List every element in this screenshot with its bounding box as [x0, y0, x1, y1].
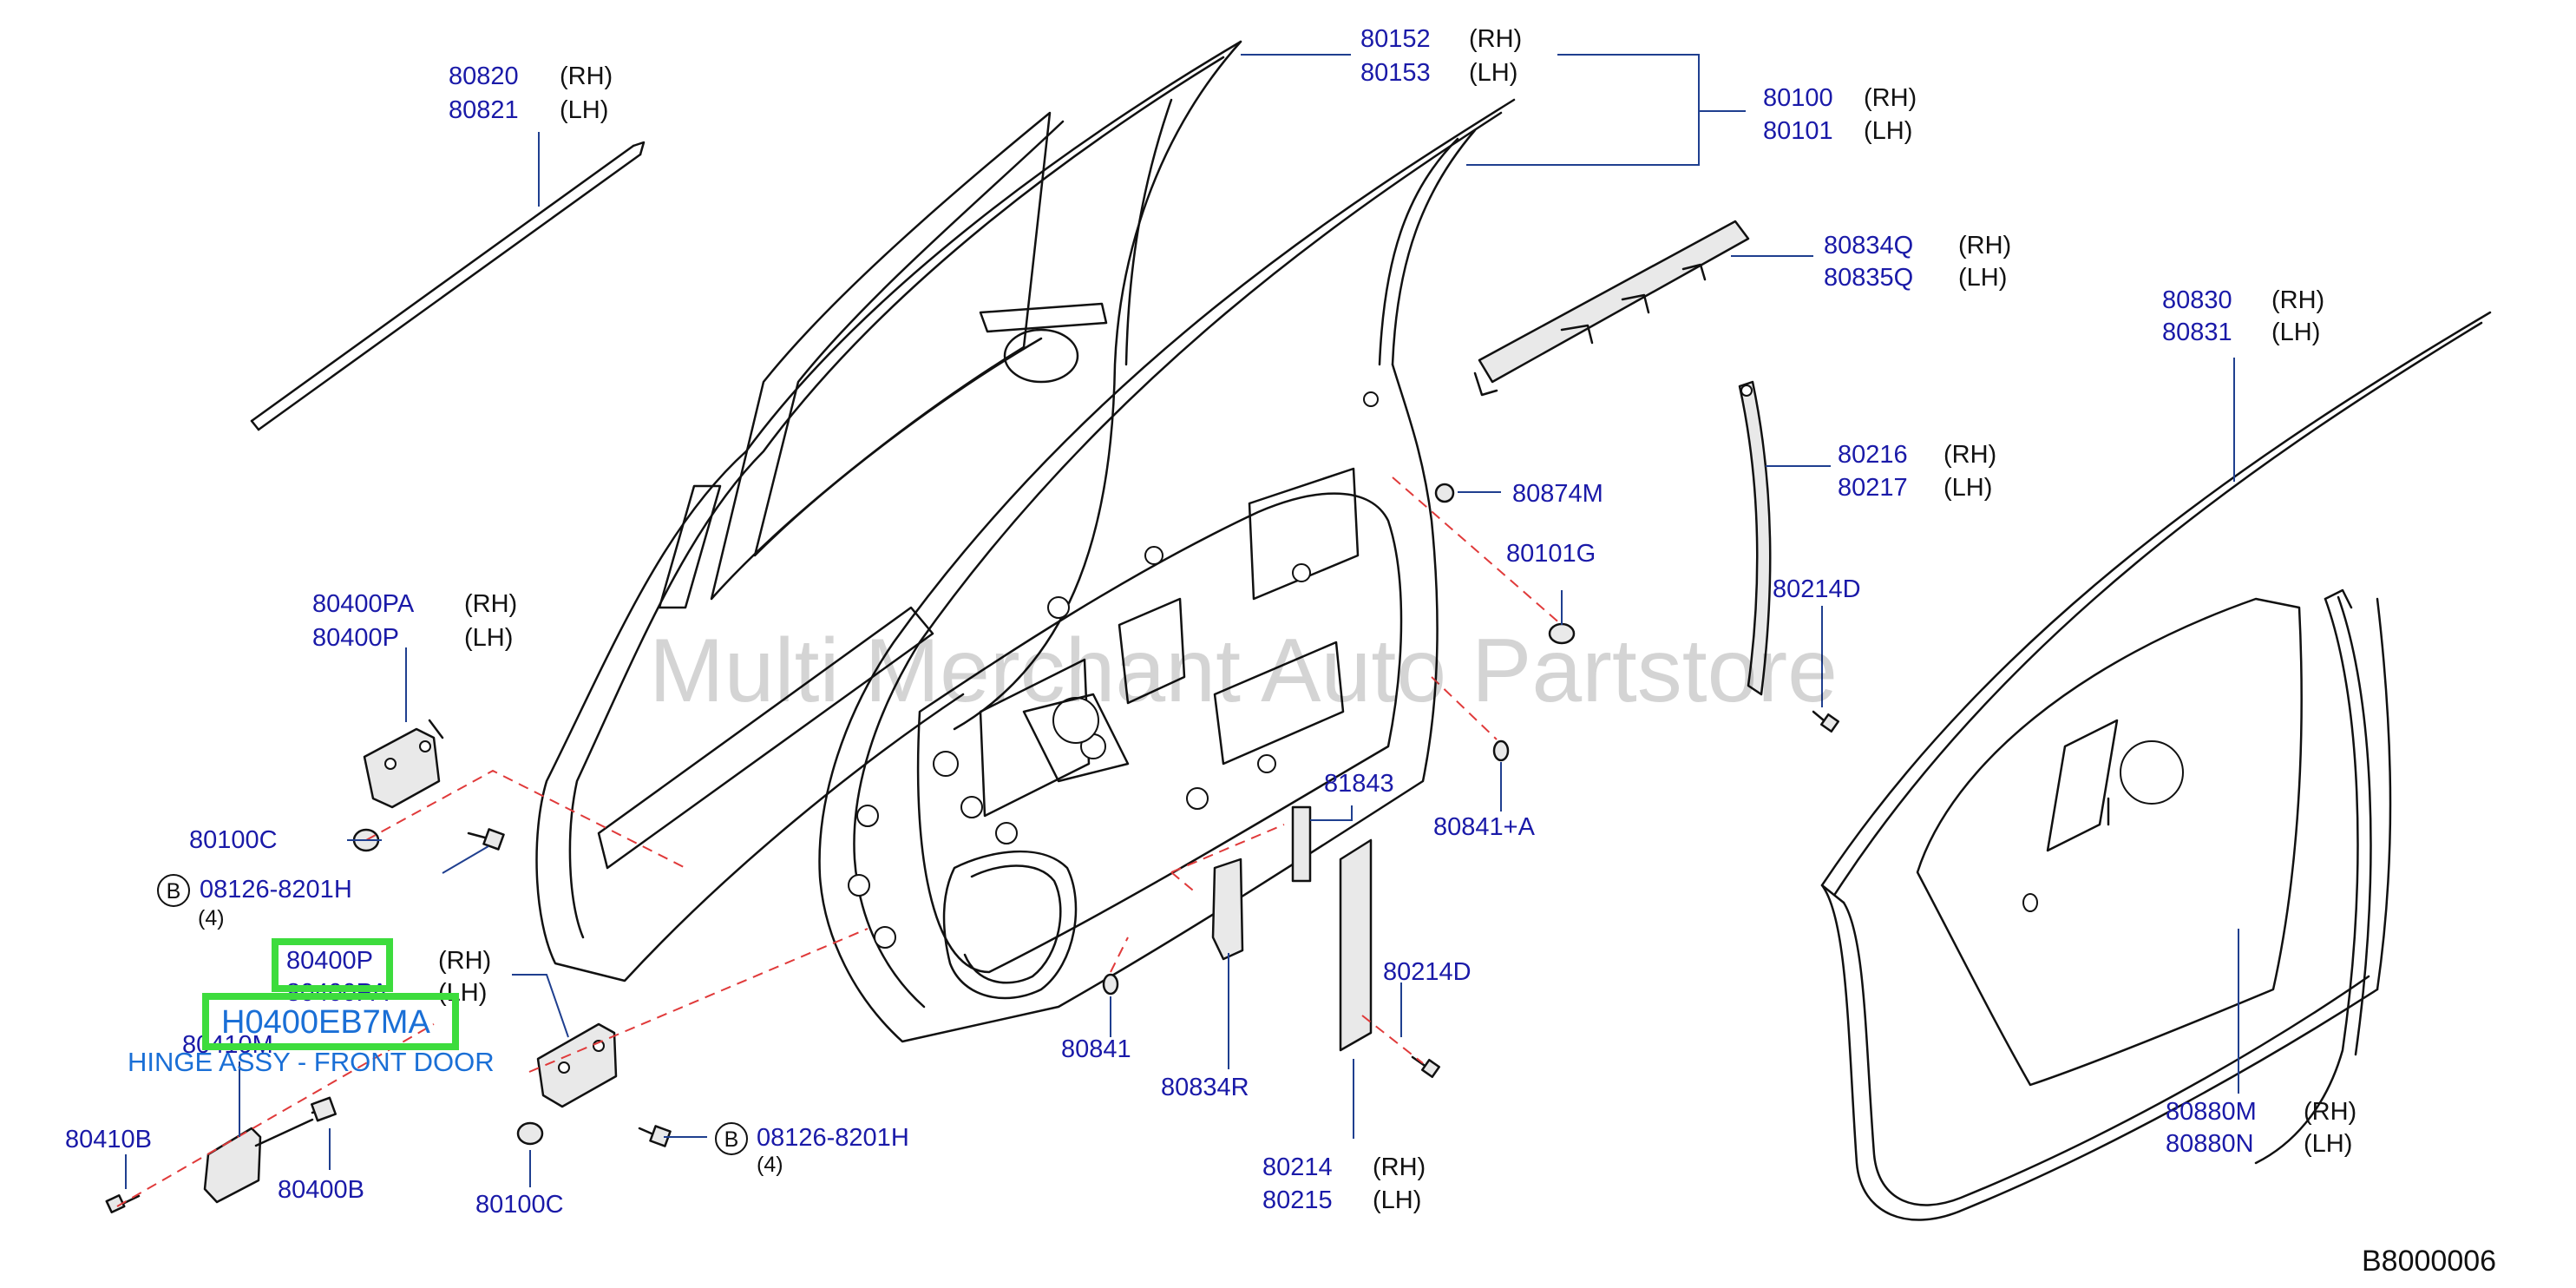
- assembly-dashed-lines: [116, 476, 1563, 1207]
- door-inner-frame: [818, 98, 1516, 1043]
- part-label-side: (RH): [2304, 1098, 2356, 1126]
- rear-sash-part: [1473, 220, 1750, 397]
- nut-lower-part: [516, 1121, 544, 1146]
- bolt-lower-part: [638, 1125, 672, 1147]
- part-label-side: (RH): [464, 590, 517, 618]
- part-label-code: 80400P: [312, 624, 399, 652]
- figure-code: B8000006: [2362, 1245, 2496, 1278]
- part-label-code: 80100C: [475, 1191, 564, 1219]
- plug-80841a-part: [1492, 739, 1510, 762]
- part-label-code: 80841+A: [1433, 813, 1536, 841]
- part-label-code: 80821: [449, 96, 519, 124]
- part-label-side: (RH): [2271, 286, 2324, 314]
- part-label-side: (RH): [1864, 84, 1917, 112]
- part-label-side: (RH): [438, 947, 491, 975]
- pad-81843-part: [1291, 805, 1312, 883]
- part-label-code: 80410B: [65, 1126, 152, 1153]
- plug-80841-part: [1102, 973, 1119, 996]
- part-label-code: 80100: [1763, 84, 1833, 112]
- lower-hinge-part: [536, 1022, 618, 1108]
- part-label-code: 80400P: [286, 947, 373, 975]
- part-label-code: 80215: [1262, 1186, 1333, 1214]
- part-label-code: 08126-8201H: [200, 876, 352, 904]
- callout-quantity: (4): [198, 906, 225, 930]
- part-label-code: 80880N: [2166, 1130, 2254, 1158]
- highlight-part-description[interactable]: HINGE ASSY - FRONT DOOR: [128, 1047, 495, 1077]
- callout-quantity: (4): [757, 1153, 783, 1177]
- part-label-code: 08126-8201H: [757, 1124, 909, 1152]
- part-label-code: 80831: [2162, 319, 2232, 346]
- sealing-screen-part: [1916, 588, 2372, 1165]
- door-check-part: [105, 1096, 338, 1213]
- upper-hinge-part: [363, 719, 444, 809]
- highlight-box-code[interactable]: [202, 993, 459, 1050]
- part-label-code: 80841: [1061, 1035, 1131, 1063]
- part-label-code: 80834Q: [1824, 232, 1913, 260]
- callout-letter: B: [724, 1127, 739, 1152]
- bolt-upper-part: [467, 828, 505, 851]
- part-label-code: 80820: [449, 62, 519, 90]
- bracket-80834r-part: [1211, 858, 1244, 961]
- part-label-code: 80217: [1838, 474, 1908, 502]
- part-label-code: 80152: [1360, 25, 1431, 53]
- highlight-box-80400p[interactable]: [272, 938, 393, 992]
- part-label-code: 81843: [1324, 770, 1394, 798]
- part-label-side: (LH): [1958, 264, 2007, 292]
- part-label-code: 80100C: [189, 826, 278, 854]
- part-label-code: 80216: [1838, 441, 1908, 469]
- highlighted-part[interactable]: H0400EB7MA HINGE ASSY - FRONT DOOR: [128, 938, 495, 1077]
- part-label-code: 80400B: [278, 1176, 364, 1204]
- part-label-code: 80830: [2162, 286, 2232, 314]
- division-channel-part: [1738, 380, 1772, 696]
- watermark: Multi Merchant Auto Partstore: [649, 621, 1838, 721]
- highlight-part-code[interactable]: H0400EB7MA: [221, 1004, 430, 1041]
- clip-80874m-part: [1434, 483, 1455, 503]
- part-label-side: (LH): [560, 96, 608, 124]
- part-label-code: 80880M: [2166, 1098, 2257, 1126]
- part-label-side: (RH): [560, 62, 613, 90]
- channel-80214-part: [1339, 838, 1373, 1052]
- part-label-code: 80101: [1763, 117, 1833, 145]
- bolt-callout-lower: B (4): [715, 1122, 783, 1177]
- bolt-80214d-lower-part: [1411, 1055, 1440, 1078]
- part-label-side: (RH): [1373, 1153, 1426, 1181]
- part-labels: 80820 (RH) 80821 (LH) 80152 (RH) 80153 (…: [65, 25, 2356, 1219]
- outer-weatherstrip-part: [250, 141, 646, 431]
- part-label-code: 80214: [1262, 1153, 1333, 1181]
- door-weatherstrip-part: [1820, 311, 2492, 1221]
- part-label-side: (RH): [1958, 232, 2011, 260]
- part-label-code: 80400PA: [312, 590, 415, 618]
- callout-letter: B: [167, 879, 181, 904]
- part-label-code: 80101G: [1506, 540, 1596, 568]
- bolt-callout-upper: B (4): [157, 874, 225, 930]
- part-label-side: (LH): [1943, 474, 1992, 502]
- part-label-code: 80835Q: [1824, 264, 1913, 292]
- leader-lines: [125, 54, 2239, 1189]
- part-label-side: (LH): [1864, 117, 1912, 145]
- door-outer-panel: [535, 40, 1242, 982]
- part-label-side: (RH): [1943, 441, 1996, 469]
- part-label-code: 80834R: [1161, 1074, 1249, 1101]
- part-label-side: (LH): [1373, 1186, 1421, 1214]
- part-label-side: (LH): [2304, 1130, 2352, 1158]
- part-label-side: (LH): [1469, 59, 1517, 87]
- part-label-side: (LH): [464, 624, 513, 652]
- part-label-code: 80214D: [1383, 958, 1472, 986]
- part-label-code: 80214D: [1773, 575, 1861, 603]
- part-label-code: 80153: [1360, 59, 1431, 87]
- bolt-80214d-top-part: [1812, 710, 1839, 733]
- part-label-side: (LH): [2271, 319, 2320, 346]
- part-label-side: (RH): [1469, 25, 1522, 53]
- part-label-code: 80874M: [1512, 480, 1603, 508]
